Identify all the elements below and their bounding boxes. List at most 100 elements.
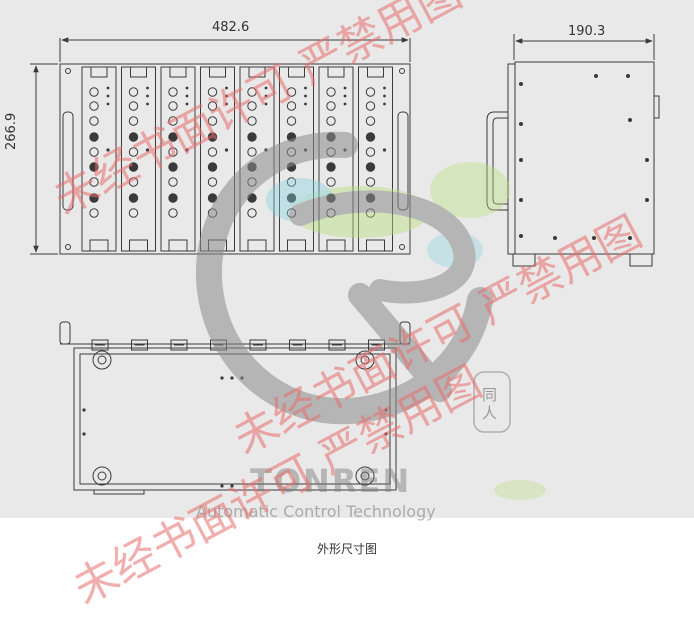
indicator-led [89, 101, 99, 111]
indicator-led [128, 116, 139, 126]
seal-text: 同人 [482, 386, 498, 422]
seal-stamp [473, 371, 511, 433]
bottom-latch [89, 239, 109, 252]
connector-tab [368, 339, 385, 351]
top-latch [288, 66, 305, 78]
side-front-plate [507, 63, 516, 255]
indicator-led [128, 208, 139, 218]
indicator-led [207, 147, 218, 157]
indicator-led [286, 87, 297, 97]
figure-caption: 外形尺寸图 [316, 542, 377, 556]
connector-tab [328, 339, 346, 351]
module-slots [81, 66, 393, 252]
indicator-led [89, 132, 99, 142]
indicator-led [89, 147, 99, 157]
indicator-led [365, 116, 376, 126]
indicator-led [128, 177, 139, 187]
indicator-led [207, 116, 218, 126]
indicator-led [286, 193, 297, 203]
indicator-led [128, 101, 139, 111]
watermark-logo [195, 131, 546, 500]
indicator-led [326, 116, 336, 126]
indicator-led [365, 177, 376, 187]
bottom-latch [247, 239, 267, 252]
indicator-led [326, 177, 336, 187]
side-bracket [653, 95, 660, 119]
module-slot [81, 66, 117, 252]
indicator-led [365, 101, 376, 111]
indicator-led [168, 101, 178, 111]
mount-hole [399, 244, 405, 250]
indicator-led [365, 162, 376, 172]
indicator-led [207, 132, 218, 142]
top-latch [90, 66, 108, 78]
connector-tab [289, 339, 306, 351]
bottom-latch [129, 239, 148, 252]
indicator-led [89, 177, 99, 187]
module-slot [160, 66, 196, 252]
brand-name: TONREN [250, 462, 412, 500]
indicator-led [128, 87, 139, 97]
indicator-led [365, 87, 376, 97]
top-latch [169, 66, 187, 78]
indicator-led [326, 101, 336, 111]
side-body [514, 61, 655, 255]
indicator-led [168, 162, 178, 172]
indicator-led [286, 116, 297, 126]
top-latch [327, 66, 345, 78]
indicator-led [365, 147, 376, 157]
indicator-led [128, 193, 139, 203]
side-view [486, 34, 660, 267]
indicator-led [89, 116, 99, 126]
depth-dimension-label: 190.3 [568, 24, 606, 39]
indicator-led [247, 101, 257, 111]
height-dimension-label: 266.9 [4, 112, 19, 150]
indicator-led [168, 193, 178, 203]
indicator-led [168, 177, 178, 187]
front-view [30, 37, 411, 255]
indicator-led [247, 132, 257, 142]
mount-hole [399, 68, 405, 74]
top-latch [367, 66, 384, 78]
indicator-led [365, 132, 376, 142]
indicator-led [128, 162, 139, 172]
indicator-led [168, 147, 178, 157]
indicator-led [128, 147, 139, 157]
side-foot [629, 253, 653, 267]
side-handle [486, 111, 508, 211]
indicator-led [168, 208, 178, 218]
side-foot [512, 253, 536, 267]
mount-hole [65, 244, 71, 250]
indicator-led [207, 177, 218, 187]
indicator-led [89, 87, 99, 97]
dimension-drawing [30, 34, 660, 500]
bottom-latch [168, 239, 188, 252]
module-slot [121, 66, 156, 252]
connector-tab [249, 339, 267, 351]
indicator-led [286, 177, 297, 187]
indicator-led [168, 87, 178, 97]
bottom-latch [326, 239, 346, 252]
connector-tab [91, 339, 109, 351]
top-latch [209, 66, 226, 78]
connector-tab [170, 339, 188, 351]
left-rack-handle [62, 111, 74, 211]
indicator-led [128, 132, 139, 142]
indicator-led [207, 87, 218, 97]
indicator-led [247, 208, 257, 218]
top-latch [248, 66, 266, 78]
side-screws [519, 74, 649, 240]
module-slot [200, 66, 235, 252]
front-panel [59, 63, 411, 255]
indicator-led [89, 193, 99, 203]
bottom-left-ear [59, 321, 71, 345]
indicator-led [286, 101, 297, 111]
brand-tagline: Automatic Control Technology [196, 502, 436, 521]
bottom-latch [287, 239, 306, 252]
indicator-led [89, 208, 99, 218]
indicator-led [326, 87, 336, 97]
indicator-led [247, 116, 257, 126]
mount-hole [65, 68, 71, 74]
indicator-led [168, 116, 178, 126]
bottom-latch [366, 239, 385, 252]
